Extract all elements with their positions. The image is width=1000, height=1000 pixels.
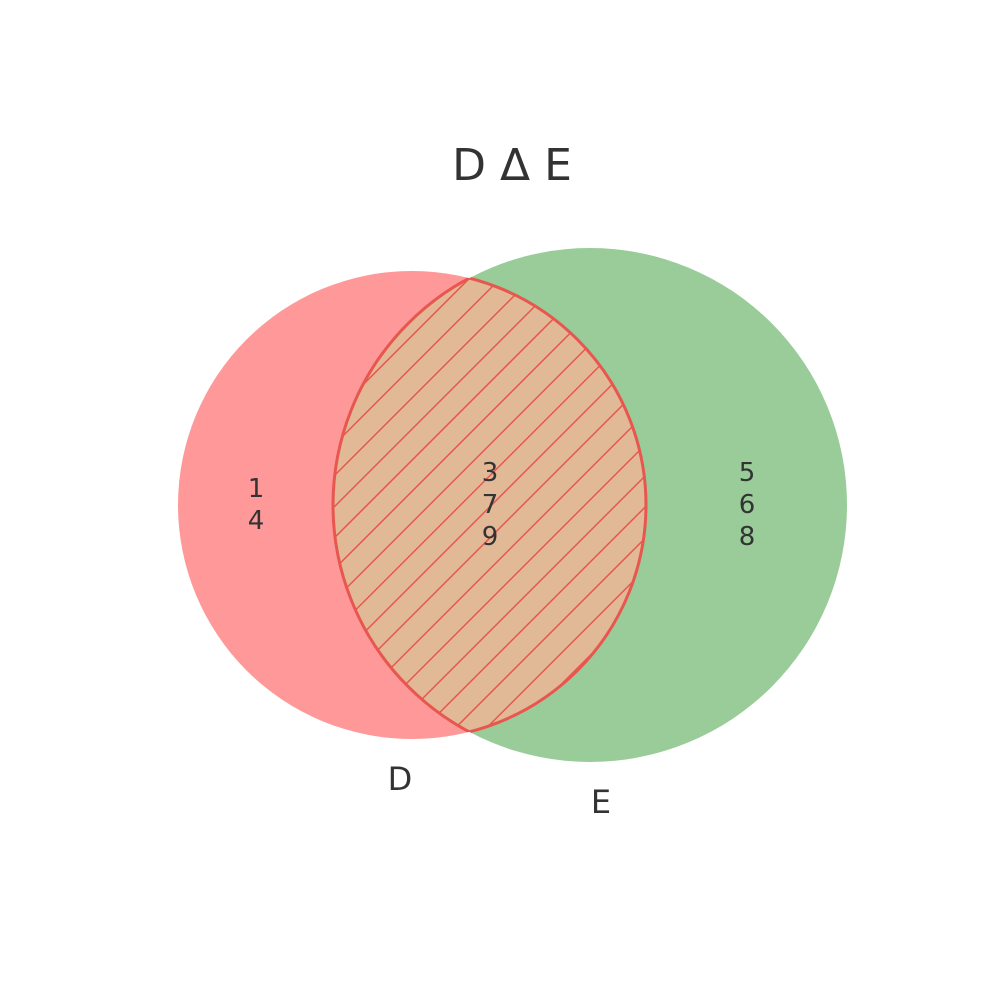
diagram-title: D Δ E — [452, 140, 572, 191]
set-d-label: D — [388, 760, 413, 798]
intersection-region — [331, 271, 646, 739]
set-d-element: 4 — [248, 506, 265, 536]
set-d-element: 1 — [248, 474, 265, 504]
set-e-element: 8 — [739, 522, 756, 552]
set-e-only-elements: 5 6 8 — [739, 458, 756, 552]
intersection-hatch — [333, 271, 646, 739]
intersection-element: 9 — [482, 522, 499, 552]
intersection-element: 7 — [482, 490, 499, 520]
set-e-label: E — [591, 783, 611, 821]
intersection-elements: 3 7 9 — [482, 458, 499, 552]
set-e-element: 5 — [739, 458, 756, 488]
set-e-element: 6 — [739, 490, 756, 520]
intersection-outline-e — [331, 271, 646, 739]
set-d-only-elements: 1 4 — [248, 474, 265, 536]
intersection-element: 3 — [482, 458, 499, 488]
